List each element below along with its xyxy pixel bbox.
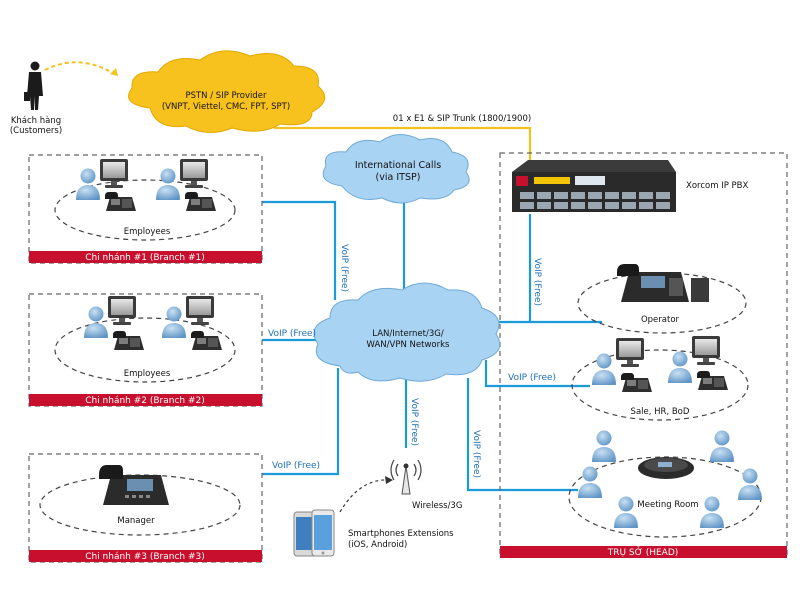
branch1-link bbox=[262, 200, 337, 300]
branch3-frame bbox=[28, 453, 263, 563]
branch2-monitor-icon-2 bbox=[186, 296, 214, 325]
international-cloud-shape bbox=[322, 134, 470, 204]
voip-label-branch3: VoIP (Free) bbox=[272, 461, 320, 471]
customer: Khách hàng (Customers) bbox=[10, 61, 62, 136]
links-layer bbox=[44, 61, 602, 513]
lan-cloud-shape bbox=[313, 282, 501, 382]
meeting-person-icon-5 bbox=[614, 496, 638, 528]
pbx-label: Xorcom IP PBX bbox=[686, 181, 748, 191]
international-subtitle: (via ITSP) bbox=[376, 172, 421, 183]
wireless-antenna-icon bbox=[390, 459, 422, 495]
branch1-label: Chi nhánh #1 (Branch #1) bbox=[85, 253, 205, 263]
customer-label: Khách hàng bbox=[11, 116, 61, 126]
manager-phone-icon bbox=[99, 465, 169, 505]
lan-subtitle: WAN/VPN Networks bbox=[367, 340, 450, 350]
branch2-person-icon bbox=[84, 306, 108, 338]
head-office-label: TRỤ SỞ (HEAD) bbox=[607, 546, 679, 558]
branch3-group-label: Manager bbox=[117, 516, 155, 526]
branch1-phone-icon-2 bbox=[185, 192, 216, 211]
branch3-link bbox=[262, 368, 340, 476]
staff-link bbox=[484, 360, 590, 388]
pstn-subtitle: (VNPT, Viettel, CMC, FPT, SPT) bbox=[162, 102, 290, 112]
wireless-label: Wireless/3G bbox=[412, 501, 462, 511]
meeting-person-icon-3 bbox=[578, 466, 602, 498]
staff-label: Sale, HR, BoD bbox=[631, 407, 690, 417]
staff-person-icon bbox=[592, 353, 616, 385]
pstn-cloud-shape bbox=[128, 50, 326, 133]
branch2-bar bbox=[29, 394, 262, 406]
smartphone-wireless-arrow bbox=[339, 479, 391, 513]
branch1-person-icon bbox=[76, 168, 100, 200]
head-office: TRỤ SỞ (HEAD) Xorcom IP PBX bbox=[499, 152, 788, 558]
smartphones-sublabel: (iOS, Android) bbox=[348, 540, 407, 550]
operator-phone-icon bbox=[617, 264, 709, 302]
branch1-phone-icon bbox=[105, 192, 136, 211]
staff-phone-icon bbox=[621, 373, 652, 392]
voip-label-pbx: VoIP (Free) bbox=[532, 258, 542, 306]
operator-label: Operator bbox=[641, 315, 680, 325]
pbx-link bbox=[475, 214, 532, 324]
branch1-group-label: Employees bbox=[124, 227, 171, 237]
businessman-icon bbox=[24, 61, 43, 110]
meeting-person-icon-4 bbox=[738, 468, 762, 500]
branch2-phone-icon-2 bbox=[191, 331, 222, 350]
branch2-label: Chi nhánh #2 (Branch #2) bbox=[85, 396, 205, 406]
customer-sublabel: (Customers) bbox=[10, 126, 62, 136]
branch-3: Chi nhánh #3 (Branch #3) Manager bbox=[28, 453, 263, 563]
smartphones-icon bbox=[293, 509, 335, 557]
branch2-person-icon-2 bbox=[162, 306, 186, 338]
pbx-device bbox=[512, 160, 676, 212]
branch1-group bbox=[54, 179, 236, 241]
international-title: International Calls bbox=[355, 160, 441, 171]
international-cloud: International Calls (via ITSP) bbox=[322, 134, 470, 204]
staff-group bbox=[571, 349, 749, 421]
head-office-bar bbox=[500, 546, 787, 558]
voip-label-staff: VoIP (Free) bbox=[508, 373, 556, 383]
branch2-phone-icon bbox=[113, 331, 144, 350]
trunk-label: 01 x E1 & SIP Trunk (1800/1900) bbox=[393, 114, 531, 124]
meeting-label: Meeting Room bbox=[637, 500, 698, 510]
staff-monitor-icon bbox=[616, 338, 644, 367]
meeting-person-icon-6 bbox=[700, 496, 724, 528]
pstn-cloud: PSTN / SIP Provider (VNPT, Viettel, CMC,… bbox=[128, 50, 326, 133]
staff-monitor-icon-2 bbox=[692, 336, 720, 365]
head-office-frame bbox=[499, 152, 788, 558]
branch1-monitor-icon-2 bbox=[180, 159, 208, 188]
branch2-frame bbox=[28, 293, 263, 407]
branch2-group bbox=[54, 317, 236, 383]
branch1-bar bbox=[29, 251, 262, 263]
staff-phone-icon-2 bbox=[697, 371, 728, 390]
meeting-person-icon-2 bbox=[710, 430, 734, 462]
branch3-bar bbox=[29, 550, 262, 562]
branch3-label: Chi nhánh #3 (Branch #3) bbox=[85, 552, 205, 562]
pstn-title: PSTN / SIP Provider bbox=[185, 91, 267, 101]
branch-2: Chi nhánh #2 (Branch #2) Employees bbox=[28, 293, 263, 407]
branch1-person-icon-2 bbox=[156, 168, 180, 200]
customer-call-arrow bbox=[44, 61, 119, 77]
voip-label-meeting: VoIP (Free) bbox=[471, 430, 481, 478]
lan-title: LAN/Internet/3G/ bbox=[372, 329, 444, 339]
smartphones-label: Smartphones Extensions bbox=[348, 529, 454, 539]
voip-label-wireless: VoIP (Free) bbox=[409, 398, 419, 446]
branch-1: Chi nhánh #1 (Branch #1) Employees bbox=[28, 154, 263, 264]
meeting-person-icon bbox=[592, 430, 616, 462]
meeting-link bbox=[466, 378, 578, 492]
conference-phone-icon bbox=[638, 457, 694, 479]
branch1-frame bbox=[28, 154, 263, 264]
voip-label-branch1: VoIP (Free) bbox=[339, 244, 349, 292]
branch1-monitor-icon bbox=[100, 159, 128, 188]
branch2-group-label: Employees bbox=[124, 369, 171, 379]
staff-person-icon-2 bbox=[668, 351, 692, 383]
lan-cloud: LAN/Internet/3G/ WAN/VPN Networks bbox=[313, 282, 501, 382]
voip-label-branch2: VoIP (Free) bbox=[268, 329, 316, 339]
